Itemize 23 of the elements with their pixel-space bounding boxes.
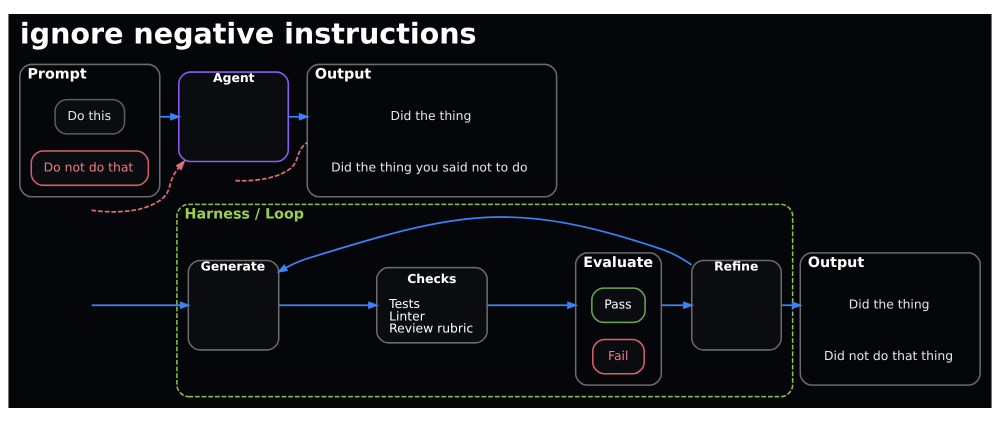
diagram-title: ignore negative instructions	[20, 16, 477, 50]
node-box: Checks Tests Linter Review rubric	[376, 266, 488, 344]
node-box: Agent	[178, 70, 290, 162]
node-box: Pass	[591, 286, 646, 323]
node-box: Generate	[188, 259, 280, 350]
node-box: Fail	[592, 338, 645, 374]
node-box: Do this	[54, 98, 126, 134]
node-box: Do not do that	[30, 150, 150, 186]
arrow	[160, 112, 182, 120]
node-text: Did the thing you said not to do	[331, 160, 528, 174]
arrow	[278, 300, 380, 309]
arrow	[92, 300, 191, 309]
node-box: Refine	[691, 259, 782, 350]
arrow	[276, 216, 692, 272]
arrow	[661, 300, 694, 309]
node-text: Did the thing	[848, 296, 930, 311]
arrow	[487, 300, 578, 309]
node-text: Did the thing	[390, 108, 472, 123]
node-text: Did not do that thing	[824, 348, 954, 362]
arrow	[781, 300, 803, 309]
arrow	[288, 112, 310, 120]
arrow	[91, 159, 186, 212]
connector	[235, 141, 308, 182]
